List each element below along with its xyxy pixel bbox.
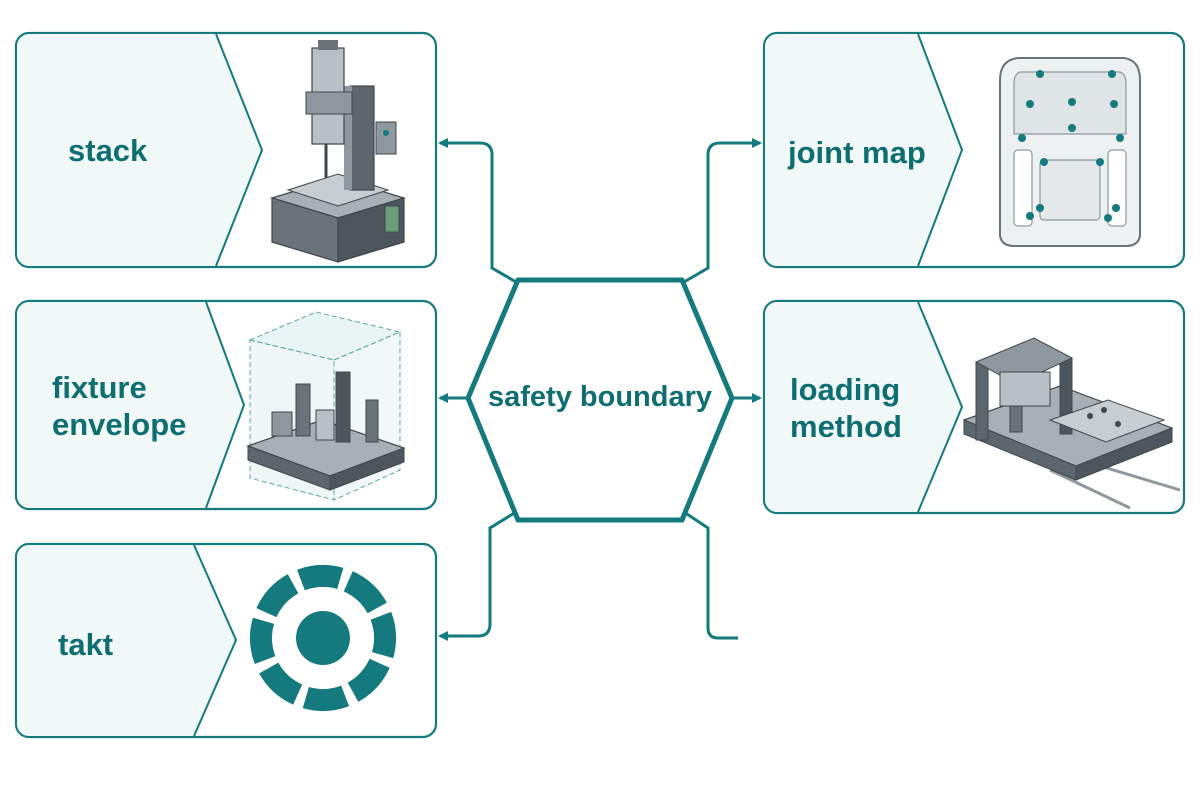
center-hexagon[interactable] xyxy=(465,277,735,523)
card-fixture-envelope[interactable] xyxy=(14,299,438,511)
card-label-loading-line-2: method xyxy=(790,409,902,444)
press-machine-icon xyxy=(269,40,407,263)
card-label-stack: stack xyxy=(68,120,218,180)
connector-to-stack xyxy=(438,138,517,284)
card-takt[interactable] xyxy=(14,542,438,739)
card-label-fixture-envelope: fixture envelope xyxy=(52,368,212,444)
card-label-takt-line: takt xyxy=(58,626,114,662)
connector-to-takt xyxy=(438,510,517,641)
card-stack[interactable] xyxy=(14,31,438,269)
card-label-takt: takt xyxy=(58,614,188,674)
card-label-fixture-line-2: envelope xyxy=(52,407,187,442)
card-loading-method[interactable] xyxy=(762,299,1186,515)
car-body-frame-icon xyxy=(999,57,1141,247)
card-label-fixture-line-1: fixture xyxy=(52,370,147,405)
loading-rail-icon xyxy=(962,337,1181,510)
card-joint-map[interactable] xyxy=(762,31,1186,269)
fixture-envelope-icon xyxy=(246,311,406,501)
card-label-stack-line: stack xyxy=(68,132,148,168)
connector-open-end xyxy=(683,510,738,640)
takt-ring-icon xyxy=(250,565,396,711)
card-label-loading-line-1: loading xyxy=(790,372,901,407)
connector-to-joint-map xyxy=(683,138,762,284)
card-label-joint-map-line: joint map xyxy=(788,134,926,170)
card-label-loading-method: loading method xyxy=(790,370,930,446)
center-label: safety boundary xyxy=(488,380,712,413)
card-label-joint-map: joint map xyxy=(788,122,938,182)
